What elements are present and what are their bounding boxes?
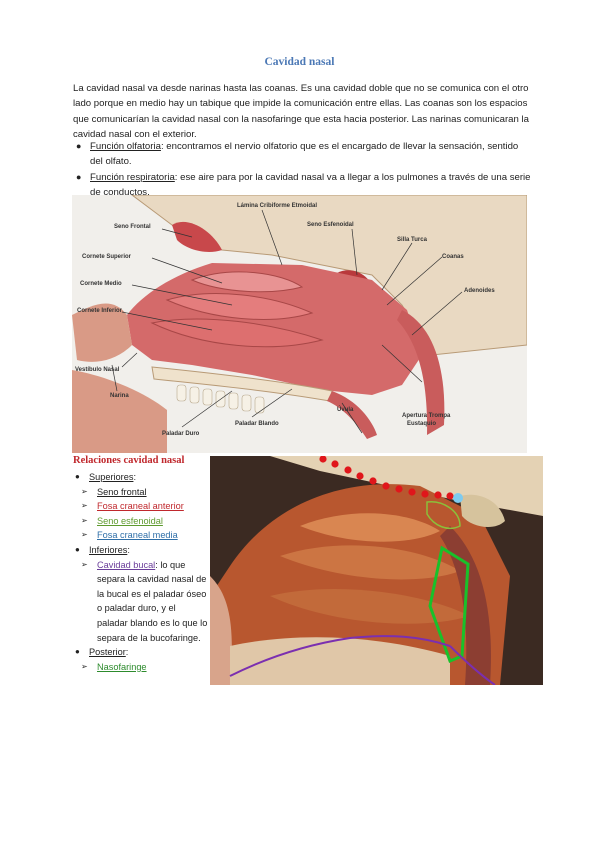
list-item: ➢ Seno frontal (73, 485, 208, 500)
bullet-icon: ● (75, 544, 80, 554)
bullet-icon: ● (75, 647, 80, 657)
label-apertura-trompa: Apertura Trompa (402, 413, 451, 419)
page-title: Cavidad nasal (264, 56, 335, 68)
arrow-bullet-icon: ➢ (81, 486, 88, 496)
label-cornete-superior: Cornete Superior (82, 254, 132, 260)
bullet-icon: ● (75, 472, 80, 481)
label-cornete-medio: Cornete Medio (80, 281, 122, 287)
colon: : (125, 647, 129, 658)
list-item: ● Función respiratoria: ese aire para po… (73, 170, 533, 201)
label-seno-frontal: Seno Frontal (114, 224, 151, 230)
arrow-bullet-icon: ➢ (81, 515, 88, 525)
relations-heading: Relaciones cavidad nasal (73, 455, 185, 466)
list-item: ● Superiores: (73, 470, 208, 485)
list-item: ● Inferiores: (73, 543, 208, 558)
list-item: ➢ Cavidad bucal: lo que separa la cavida… (73, 558, 208, 646)
arrow-bullet-icon: ➢ (81, 530, 88, 540)
label-paladar-blando: Paladar Blando (235, 421, 279, 427)
label-seno-esfenoidal: Seno Esfenoidal (307, 222, 354, 228)
arrow-bullet-icon: ➢ (81, 661, 88, 671)
item-seno-frontal: Seno frontal (97, 486, 147, 497)
label-adenoides: Adenoides (464, 288, 495, 294)
list-item: ➢ Seno esfenoidal (73, 514, 208, 529)
label-silla-turca: Silla Turca (397, 237, 428, 243)
bullet-icon: ● (76, 141, 82, 151)
label-vestibulo: Vestíbulo Nasal (75, 367, 120, 373)
anatomy-photo (210, 456, 543, 685)
posterior-label: Posterior (89, 647, 126, 658)
item-fosa-anterior: Fosa craneal anterior (97, 501, 184, 512)
functions-list: ● Función olfatoria: encontramos el nerv… (73, 139, 533, 201)
inferiores-label: Inferiores (89, 544, 128, 555)
label-eustaquio: Eustaquio (407, 421, 436, 427)
label-paladar-duro: Paladar Duro (162, 431, 200, 437)
item-fosa-media: Fosa craneal media (97, 530, 178, 541)
list-item: ➢ Fosa craneal anterior (73, 499, 208, 514)
relations-list: ● Superiores: ➢ Seno frontal ➢ Fosa cran… (73, 470, 208, 674)
list-item: ● Posterior: (73, 645, 208, 660)
label-cornete-inferior: Cornete Inferior (77, 308, 123, 314)
arrow-bullet-icon: ➢ (81, 559, 88, 569)
label-uvula: Úvula (337, 406, 354, 413)
label-lamina: Lámina Cribiforme Etmoidal (237, 203, 317, 209)
colon: : (127, 544, 130, 555)
bullet-term: Función respiratoria (90, 171, 175, 183)
list-item: ➢ Nasofaringe (73, 660, 208, 675)
label-narina: Narina (110, 393, 129, 399)
superiores-label: Superiores (89, 472, 134, 482)
intro-paragraph: La cavidad nasal va desde narinas hasta … (73, 83, 529, 141)
arrow-bullet-icon: ➢ (81, 501, 88, 511)
nasal-cavity-diagram: Lámina Cribiforme Etmoidal Seno Frontal … (72, 195, 527, 453)
bullet-text: : ese aire para por la cavidad nasal va … (90, 171, 531, 199)
item-seno-esfenoidal: Seno esfenoidal (97, 515, 163, 526)
colon: : (133, 472, 136, 482)
bullet-icon: ● (76, 171, 82, 182)
nasal-cavity-illustration: Lámina Cribiforme Etmoidal Seno Frontal … (72, 195, 527, 453)
annotated-dissection-image (210, 456, 543, 685)
list-item: ● Función olfatoria: encontramos el nerv… (73, 139, 533, 170)
label-coanas: Coanas (442, 254, 464, 260)
item-cavidad-bucal: Cavidad bucal (97, 559, 156, 570)
bullet-term: Función olfatoria (90, 141, 161, 152)
cavidad-bucal-text: : lo que separa la cavidad nasal de la b… (97, 559, 208, 643)
item-nasofaringe: Nasofaringe (97, 661, 147, 672)
bullet-text: : encontramos el nervio olfatorio que es… (90, 141, 519, 168)
list-item: ➢ Fosa craneal media (73, 528, 208, 543)
